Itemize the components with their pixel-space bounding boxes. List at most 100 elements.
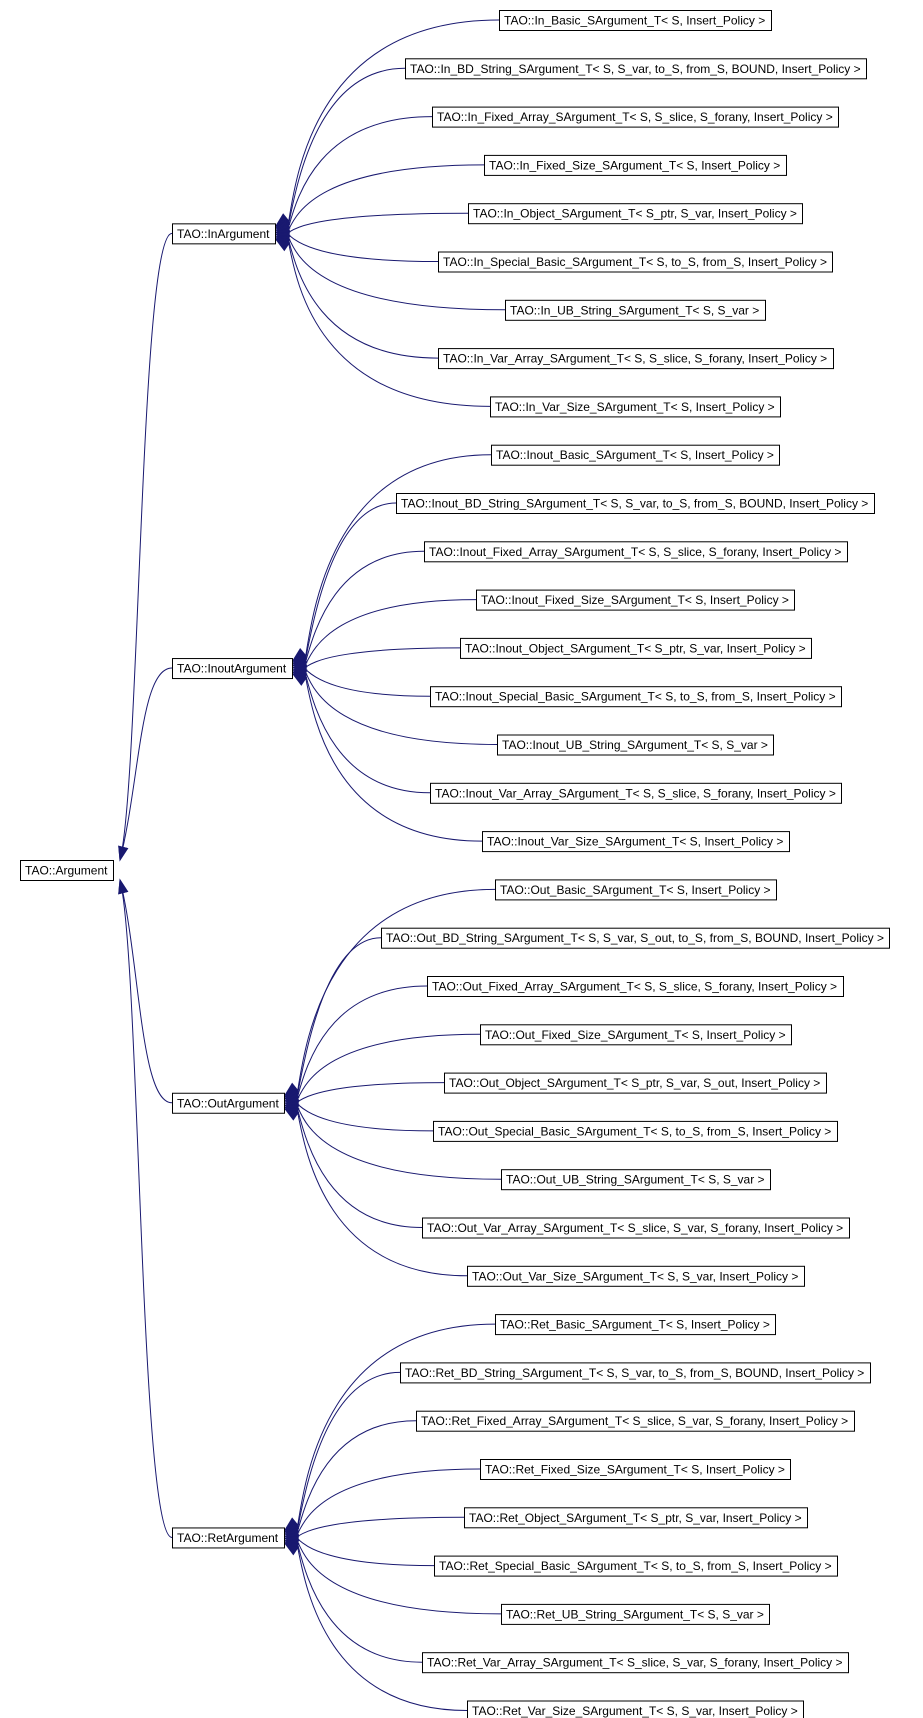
- child-node-ret-var-size-sargument-t-arrow: [283, 1542, 300, 1556]
- child-node-out-bd-string-sargument-t[interactable]: TAO::Out_BD_String_SArgument_T< S, S_var…: [381, 927, 890, 949]
- edges-layer: [118, 19, 506, 1711]
- child-node-in-special-basic-sargument-t-edge: [287, 233, 439, 262]
- child-node-out-fixed-array-sargument-t-label: TAO::Out_Fixed_Array_SArgument_T< S, S_s…: [432, 980, 837, 994]
- child-node-ret-var-array-sargument-t-box: [422, 1652, 849, 1674]
- child-node-ret-ub-string-sargument-t-edge: [296, 1539, 502, 1615]
- child-node-ret-basic-sargument-t[interactable]: TAO::Ret_Basic_SArgument_T< S, Insert_Po…: [495, 1314, 776, 1336]
- child-node-inout-ub-string-sargument-t-box: [497, 734, 774, 756]
- child-node-out-var-size-sargument-t-arrow: [283, 1107, 300, 1121]
- child-node-in-bd-string-sargument-t-edge: [287, 67, 406, 228]
- child-node-inout-fixed-size-sargument-t[interactable]: TAO::Inout_Fixed_Size_SArgument_T< S, In…: [476, 589, 795, 611]
- child-node-out-var-size-sargument-t-label: TAO::Out_Var_Size_SArgument_T< S, S_var,…: [472, 1269, 798, 1283]
- child-node-ret-fixed-array-sargument-t-edge: [296, 1420, 417, 1534]
- child-node-in-var-array-sargument-t-edge: [287, 237, 439, 359]
- child-node-in-special-basic-sargument-t[interactable]: TAO::In_Special_Basic_SArgument_T< S, to…: [438, 251, 833, 273]
- child-node-in-bd-string-sargument-t[interactable]: TAO::In_BD_String_SArgument_T< S, S_var,…: [405, 58, 867, 80]
- parent-node-outargument[interactable]: TAO::OutArgument: [172, 1092, 285, 1114]
- child-node-in-special-basic-sargument-t-label: TAO::In_Special_Basic_SArgument_T< S, to…: [443, 255, 827, 269]
- child-node-ret-bd-string-sargument-t-label: TAO::Ret_BD_String_SArgument_T< S, S_var…: [405, 1366, 864, 1380]
- child-node-in-ub-string-sargument-t-box: [505, 299, 766, 321]
- child-node-inout-var-array-sargument-t[interactable]: TAO::Inout_Var_Array_SArgument_T< S, S_s…: [430, 782, 842, 804]
- parent-node-inoutargument-label: TAO::InoutArgument: [177, 662, 287, 676]
- child-node-inout-fixed-size-sargument-t-box: [476, 589, 795, 611]
- child-node-out-special-basic-sargument-t-box: [433, 1120, 838, 1142]
- child-node-in-object-sargument-t[interactable]: TAO::In_Object_SArgument_T< S_ptr, S_var…: [468, 203, 803, 225]
- parent-node-retargument-label: TAO::RetArgument: [177, 1531, 279, 1545]
- child-node-in-basic-sargument-t-box: [499, 10, 772, 31]
- child-node-inout-object-sargument-t[interactable]: TAO::Inout_Object_SArgument_T< S_ptr, S_…: [460, 637, 812, 659]
- child-node-inout-special-basic-sargument-t[interactable]: TAO::Inout_Special_Basic_SArgument_T< S,…: [430, 686, 842, 708]
- child-node-ret-object-sargument-t-box: [464, 1507, 808, 1529]
- child-node-inout-bd-string-sargument-t-box: [396, 493, 875, 514]
- child-node-out-bd-string-sargument-t-edge: [296, 937, 382, 1098]
- child-node-ret-fixed-array-sargument-t-box: [416, 1410, 855, 1432]
- child-node-inout-var-array-sargument-t-edge: [304, 672, 431, 794]
- child-node-inout-special-basic-sargument-t-label: TAO::Inout_Special_Basic_SArgument_T< S,…: [435, 690, 836, 704]
- child-node-out-fixed-size-sargument-t-box: [480, 1024, 792, 1046]
- child-node-ret-fixed-array-sargument-t[interactable]: TAO::Ret_Fixed_Array_SArgument_T< S_slic…: [416, 1410, 855, 1432]
- child-node-ret-var-size-sargument-t[interactable]: TAO::Ret_Var_Size_SArgument_T< S, S_var,…: [467, 1700, 804, 1718]
- child-node-in-fixed-size-sargument-t-box: [484, 154, 787, 176]
- child-node-inout-var-size-sargument-t-label: TAO::Inout_Var_Size_SArgument_T< S, Inse…: [487, 835, 783, 849]
- child-node-inout-ub-string-sargument-t-edge: [304, 670, 498, 745]
- child-node-in-var-array-sargument-t-label: TAO::In_Var_Array_SArgument_T< S, S_slic…: [443, 352, 827, 366]
- child-node-in-var-size-sargument-t-box: [490, 396, 781, 418]
- child-node-in-ub-string-sargument-t[interactable]: TAO::In_UB_String_SArgument_T< S, S_var …: [505, 299, 766, 321]
- parent-node-inargument-label: TAO::InArgument: [177, 227, 270, 241]
- child-node-out-var-size-sargument-t-box: [467, 1265, 805, 1287]
- child-node-ret-fixed-size-sargument-t-edge: [296, 1468, 481, 1536]
- child-node-out-var-array-sargument-t-edge: [296, 1106, 423, 1228]
- child-node-out-basic-sargument-t[interactable]: TAO::Out_Basic_SArgument_T< S, Insert_Po…: [495, 879, 777, 901]
- root-node-tao-argument[interactable]: TAO::Argument: [20, 860, 114, 881]
- child-node-out-basic-sargument-t-label: TAO::Out_Basic_SArgument_T< S, Insert_Po…: [500, 883, 771, 897]
- child-node-ret-basic-sargument-t-box: [495, 1314, 776, 1336]
- child-node-in-var-size-sargument-t-edge: [287, 239, 491, 407]
- child-node-out-fixed-size-sargument-t[interactable]: TAO::Out_Fixed_Size_SArgument_T< S, Inse…: [480, 1024, 792, 1046]
- root-node-tao-argument-label: TAO::Argument: [25, 864, 108, 878]
- child-node-ret-var-array-sargument-t-edge: [296, 1541, 423, 1663]
- child-node-ret-special-basic-sargument-t[interactable]: TAO::Ret_Special_Basic_SArgument_T< S, t…: [434, 1555, 838, 1577]
- child-node-inout-var-size-sargument-t[interactable]: TAO::Inout_Var_Size_SArgument_T< S, Inse…: [482, 831, 790, 853]
- child-node-out-var-array-sargument-t[interactable]: TAO::Out_Var_Array_SArgument_T< S_slice,…: [422, 1217, 850, 1239]
- child-node-in-bd-string-sargument-t-box: [405, 58, 867, 80]
- child-node-out-fixed-array-sargument-t[interactable]: TAO::Out_Fixed_Array_SArgument_T< S, S_s…: [427, 976, 844, 997]
- child-node-out-var-size-sargument-t-edge: [296, 1108, 468, 1277]
- child-node-in-fixed-size-sargument-t-label: TAO::In_Fixed_Size_SArgument_T< S, Inser…: [489, 158, 780, 172]
- child-node-inout-object-sargument-t-label: TAO::Inout_Object_SArgument_T< S_ptr, S_…: [465, 641, 806, 655]
- child-node-out-basic-sargument-t-box: [495, 879, 777, 901]
- child-node-inout-bd-string-sargument-t[interactable]: TAO::Inout_BD_String_SArgument_T< S, S_v…: [396, 493, 875, 514]
- child-node-ret-object-sargument-t[interactable]: TAO::Ret_Object_SArgument_T< S_ptr, S_va…: [464, 1507, 808, 1529]
- parent-node-inargument[interactable]: TAO::InArgument: [172, 223, 276, 245]
- child-node-inout-fixed-array-sargument-t[interactable]: TAO::Inout_Fixed_Array_SArgument_T< S, S…: [424, 541, 848, 563]
- child-node-ret-bd-string-sargument-t[interactable]: TAO::Ret_BD_String_SArgument_T< S, S_var…: [400, 1362, 871, 1384]
- child-node-in-fixed-size-sargument-t[interactable]: TAO::In_Fixed_Size_SArgument_T< S, Inser…: [484, 154, 787, 176]
- child-node-inout-var-array-sargument-t-label: TAO::Inout_Var_Array_SArgument_T< S, S_s…: [435, 786, 836, 800]
- parent-node-retargument[interactable]: TAO::RetArgument: [172, 1527, 285, 1549]
- child-node-out-var-size-sargument-t[interactable]: TAO::Out_Var_Size_SArgument_T< S, S_var,…: [467, 1265, 805, 1287]
- parent-node-inoutargument[interactable]: TAO::InoutArgument: [172, 658, 293, 680]
- child-node-out-ub-string-sargument-t-label: TAO::Out_UB_String_SArgument_T< S, S_var…: [506, 1173, 765, 1187]
- child-node-in-var-size-sargument-t[interactable]: TAO::In_Var_Size_SArgument_T< S, Insert_…: [490, 396, 781, 418]
- child-node-in-fixed-array-sargument-t[interactable]: TAO::In_Fixed_Array_SArgument_T< S, S_sl…: [432, 106, 839, 128]
- child-node-ret-ub-string-sargument-t[interactable]: TAO::Ret_UB_String_SArgument_T< S, S_var…: [501, 1603, 770, 1625]
- child-node-out-fixed-array-sargument-t-edge: [296, 985, 428, 1099]
- child-node-ret-fixed-size-sargument-t[interactable]: TAO::Ret_Fixed_Size_SArgument_T< S, Inse…: [480, 1459, 791, 1480]
- child-node-out-object-sargument-t[interactable]: TAO::Out_Object_SArgument_T< S_ptr, S_va…: [444, 1072, 827, 1094]
- parent-node-inoutargument-to-root-edge: [119, 667, 173, 861]
- child-node-out-special-basic-sargument-t[interactable]: TAO::Out_Special_Basic_SArgument_T< S, t…: [433, 1120, 838, 1142]
- child-node-ret-special-basic-sargument-t-box: [434, 1555, 838, 1577]
- child-node-ret-object-sargument-t-edge: [296, 1516, 465, 1538]
- child-node-inout-ub-string-sargument-t-label: TAO::Inout_UB_String_SArgument_T< S, S_v…: [502, 738, 768, 752]
- child-node-ret-basic-sargument-t-edge: [296, 1323, 496, 1531]
- child-node-inout-object-sargument-t-edge: [304, 647, 461, 668]
- child-node-in-basic-sargument-t[interactable]: TAO::In_Basic_SArgument_T< S, Insert_Pol…: [499, 10, 772, 31]
- child-node-ret-var-array-sargument-t[interactable]: TAO::Ret_Var_Array_SArgument_T< S_slice,…: [422, 1652, 849, 1674]
- child-node-inout-basic-sargument-t[interactable]: TAO::Inout_Basic_SArgument_T< S, Insert_…: [491, 444, 780, 466]
- child-node-out-ub-string-sargument-t[interactable]: TAO::Out_UB_String_SArgument_T< S, S_var…: [501, 1169, 771, 1191]
- child-node-ret-var-size-sargument-t-edge: [296, 1543, 468, 1711]
- child-node-out-special-basic-sargument-t-edge: [296, 1103, 434, 1132]
- child-node-inout-ub-string-sargument-t[interactable]: TAO::Inout_UB_String_SArgument_T< S, S_v…: [497, 734, 774, 756]
- child-node-in-var-array-sargument-t[interactable]: TAO::In_Var_Array_SArgument_T< S, S_slic…: [438, 348, 834, 370]
- child-node-ret-basic-sargument-t-label: TAO::Ret_Basic_SArgument_T< S, Insert_Po…: [500, 1318, 770, 1332]
